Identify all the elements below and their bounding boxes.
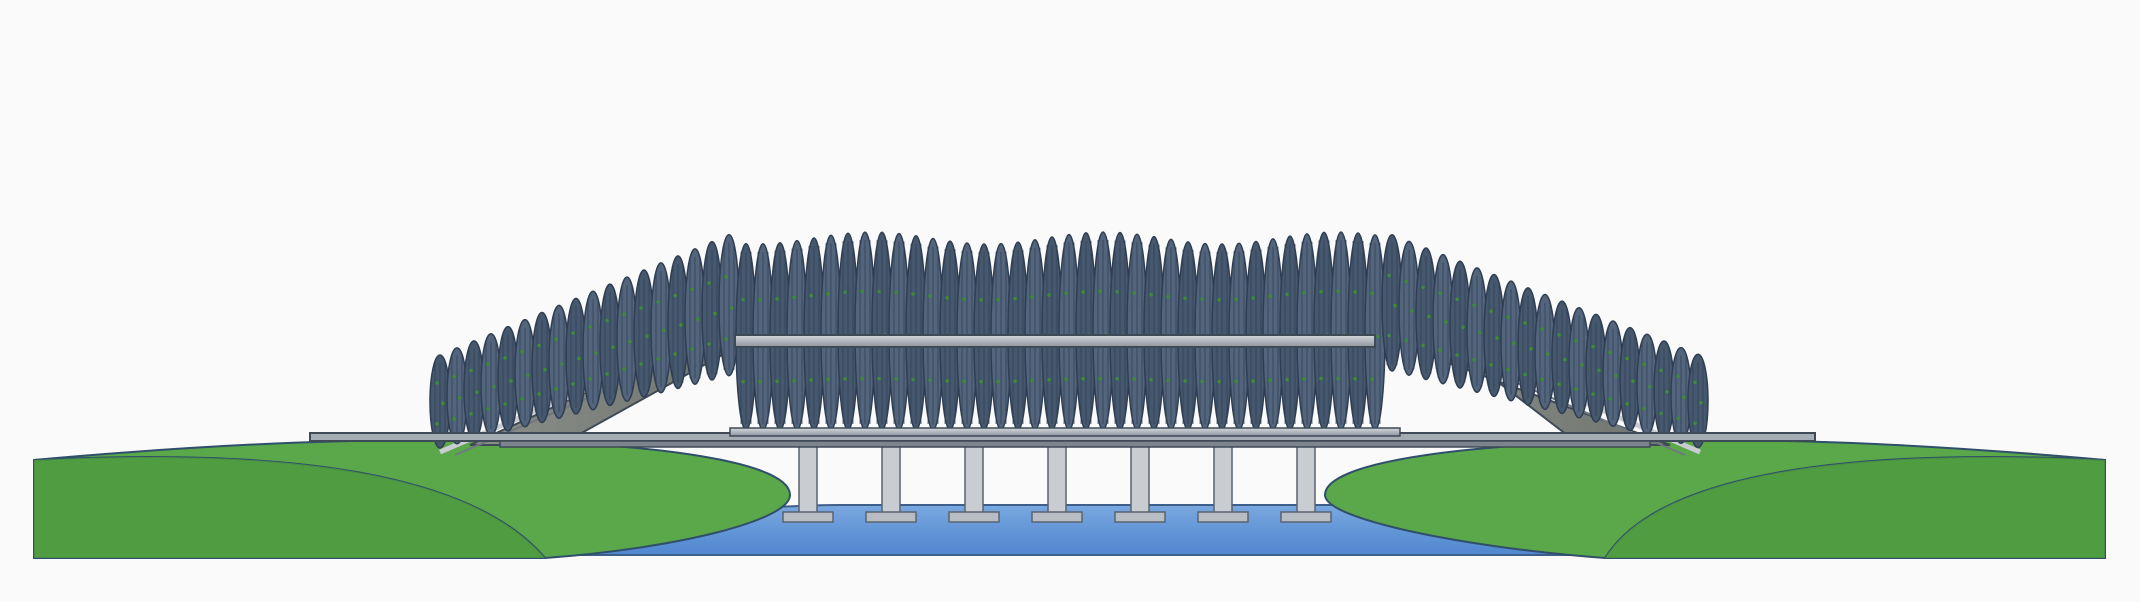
tree — [633, 269, 655, 398]
tree — [1126, 233, 1148, 431]
tree — [1364, 234, 1386, 431]
tree — [888, 232, 910, 431]
tree — [1075, 231, 1097, 431]
tree — [837, 232, 859, 431]
tree — [650, 262, 672, 394]
tree — [1585, 313, 1607, 423]
upper-deck — [734, 334, 1376, 348]
right-grass-bank — [1323, 439, 2106, 559]
main-deck — [309, 427, 1816, 448]
tree — [1483, 273, 1505, 398]
tree — [548, 304, 570, 420]
tree-canopy — [429, 231, 1709, 449]
tree — [1109, 231, 1131, 431]
tree — [1466, 267, 1488, 393]
left-grass-bank — [33, 439, 792, 559]
tree — [497, 325, 519, 432]
tree — [514, 318, 536, 428]
tree — [1279, 235, 1301, 431]
tree — [1058, 233, 1080, 431]
tree — [1687, 353, 1709, 449]
tree — [1602, 320, 1624, 427]
tree — [446, 347, 468, 445]
tree — [1670, 346, 1692, 444]
tree — [1415, 247, 1437, 381]
tree — [531, 311, 553, 424]
tree — [599, 283, 621, 407]
tree — [701, 240, 723, 381]
bridge-pillars — [782, 444, 1332, 523]
tree — [1500, 280, 1522, 402]
tree — [616, 276, 638, 402]
bridge-pillar — [1280, 444, 1332, 523]
bridge-pillar — [948, 444, 1000, 523]
tree — [1534, 293, 1556, 410]
